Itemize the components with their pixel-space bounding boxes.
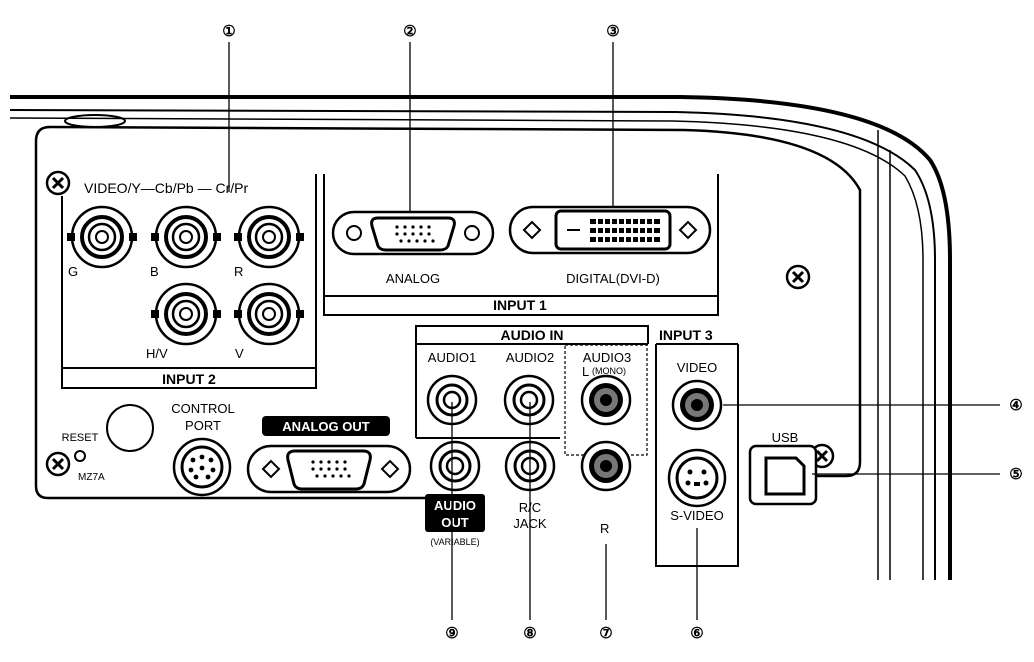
callout-5: ⑤ — [1009, 466, 1022, 483]
analog-dsub-connector[interactable] — [331, 210, 495, 256]
analog-out-label: ANALOG OUT — [282, 419, 369, 434]
input1-group-label: INPUT 1 — [493, 297, 547, 313]
bnc-connector-icon[interactable] — [232, 282, 306, 346]
input2-group: VIDEO/Y—Cb/Pb — Cr/Pr INPUT 2 G B R H/V … — [61, 174, 317, 389]
bnc-connector-icon[interactable] — [149, 282, 223, 346]
screw-icon — [785, 264, 811, 290]
audio-out-jack-icon[interactable] — [429, 440, 481, 492]
input2-group-label: INPUT 2 — [162, 371, 216, 387]
jack-label-v: V — [235, 346, 244, 361]
bnc-connector-icon[interactable] — [232, 205, 306, 269]
svideo-jack-icon[interactable] — [667, 448, 727, 508]
callout-6: ⑥ — [690, 625, 703, 642]
audio-in-group: AUDIO IN AUDIO1 AUDIO2 AUDIO3 L (MONO) R — [415, 325, 649, 536]
lower-controls: CONTROL PORT RESET ANALOG OUT AUDIO OUT … — [62, 401, 556, 547]
audio3-l-jack-icon[interactable] — [580, 374, 632, 426]
callout-numbers: ① ② ③ ④ ⑤ ⑥ ⑦ ⑧ ⑨ — [222, 23, 1022, 642]
analog-label: ANALOG — [386, 271, 440, 286]
input1-group: INPUT 1 ANALOG DIGITAL(DVI-D) — [323, 174, 719, 316]
callout-2: ② — [403, 23, 416, 40]
callout-8: ⑧ — [523, 625, 536, 642]
digital-label: DIGITAL(DVI-D) — [566, 271, 660, 286]
video-label: VIDEO — [677, 360, 717, 375]
video-jack-icon[interactable] — [671, 379, 723, 431]
dvi-connector[interactable] — [508, 205, 712, 255]
analog-out-badge — [262, 416, 390, 436]
callout-1: ① — [222, 23, 235, 40]
callout-3: ③ — [606, 23, 619, 40]
audio-out-label: OUT — [441, 515, 469, 530]
audio2-label: AUDIO2 — [506, 350, 554, 365]
callout-lines — [228, 42, 1000, 620]
audio-in-group-label: AUDIO IN — [501, 327, 564, 343]
control-port-connector[interactable] — [172, 437, 232, 497]
svideo-label: S-VIDEO — [670, 508, 723, 523]
jack-label-r: R — [234, 264, 243, 279]
input3-group: INPUT 3 VIDEO S-VIDEO — [655, 327, 739, 567]
jack-label-hv: H/V — [146, 346, 168, 361]
audio3-label: AUDIO3 — [583, 350, 631, 365]
audio3-mono-label: (MONO) — [592, 366, 626, 376]
screw-icon — [45, 451, 71, 477]
usb-port[interactable]: USB — [748, 430, 818, 506]
chassis-outline — [9, 95, 952, 580]
input2-top-row-label: VIDEO/Y—Cb/Pb — Cr/Pr — [84, 180, 248, 196]
jack-label-b: B — [150, 264, 159, 279]
audio-out-badge — [425, 494, 485, 532]
jack-label-g: G — [68, 264, 78, 279]
reset-button[interactable] — [74, 450, 86, 462]
audio2-jack-icon[interactable] — [503, 374, 555, 426]
audio3-l-label: L — [582, 364, 589, 379]
callout-7: ⑦ — [599, 625, 612, 642]
knob-icon — [106, 404, 154, 452]
input3-group-label: INPUT 3 — [659, 327, 713, 343]
bnc-connector-icon[interactable] — [65, 205, 139, 269]
reset-label: RESET — [62, 432, 99, 444]
analog-out-connector[interactable] — [246, 444, 412, 494]
model-label: MZ7A — [78, 472, 105, 483]
screw-icon — [45, 170, 71, 196]
usb-label: USB — [772, 430, 799, 445]
variable-label: (VARIABLE) — [430, 537, 479, 547]
audio1-label: AUDIO1 — [428, 350, 476, 365]
bnc-connector-icon[interactable] — [149, 205, 223, 269]
control-port-label: CONTROL — [171, 401, 235, 416]
audio-out-label: AUDIO — [434, 498, 476, 513]
control-port-label: PORT — [185, 418, 221, 433]
callout-9: ⑨ — [445, 625, 458, 642]
callout-4: ④ — [1009, 397, 1022, 414]
audio3-r-label: R — [600, 521, 609, 536]
audio3-r-jack-icon[interactable] — [580, 440, 632, 492]
